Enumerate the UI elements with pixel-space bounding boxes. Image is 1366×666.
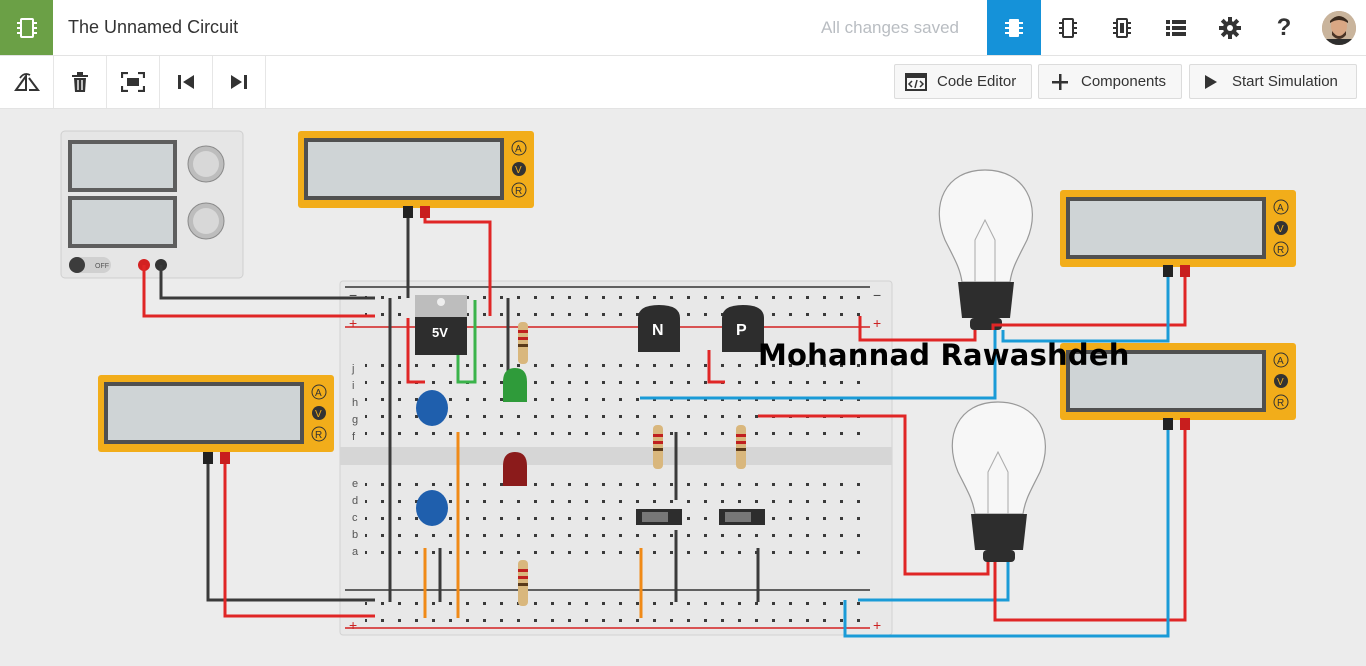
start-simulation-label: Start Simulation — [1232, 73, 1338, 90]
resistors[interactable] — [518, 322, 746, 606]
row-h: h — [352, 397, 358, 409]
schematic-view-button[interactable] — [1095, 0, 1149, 55]
supply-off-label: OFF — [95, 263, 109, 270]
code-editor-icon — [905, 71, 927, 93]
npn-transistor[interactable]: N — [638, 305, 680, 352]
mm-top-v: V — [515, 165, 522, 176]
step-forward-icon — [230, 75, 247, 89]
rotate-button[interactable] — [0, 56, 54, 108]
delete-button[interactable] — [53, 56, 107, 108]
code-editor-label: Code Editor — [937, 73, 1017, 90]
chip-logo-icon — [16, 17, 37, 38]
fit-view-button[interactable] — [106, 56, 160, 108]
start-simulation-button[interactable]: Start Simulation — [1189, 64, 1357, 99]
user-avatar[interactable] — [1322, 11, 1356, 45]
row-d: d — [352, 495, 358, 507]
breadboard[interactable]: − + − + − + − + j i h g f e d c b a — [339, 280, 893, 636]
rail-minus-top: − — [349, 287, 357, 303]
row-b: b — [352, 529, 358, 541]
multimeter-top[interactable]: A V R — [298, 131, 534, 208]
edit-toolbar: Code Editor Components Start Simulation — [0, 56, 1366, 109]
power-supply[interactable]: OFF — [60, 130, 244, 279]
mm-rb-r: R — [1277, 398, 1284, 409]
led-green[interactable] — [503, 368, 527, 402]
rotate-icon — [13, 72, 40, 91]
rail-plus-bottom-right: + — [873, 617, 881, 633]
mm-rb-a: A — [1277, 356, 1284, 367]
component-list-button[interactable] — [1149, 0, 1203, 55]
code-editor-button[interactable]: Code Editor — [894, 64, 1032, 99]
schematic-view-icon — [1113, 17, 1131, 38]
circuit-title[interactable]: The Unnamed Circuit — [68, 17, 239, 37]
row-e: e — [352, 478, 358, 490]
mm-top-r: R — [515, 186, 522, 197]
settings-icon — [1219, 16, 1241, 39]
rail-plus-bottom: + — [349, 617, 357, 633]
play-icon — [1200, 71, 1222, 93]
circuit-drawing: OFF − + − + − + − + j i h g f e d c b — [60, 130, 1296, 638]
capacitor-bottom[interactable] — [416, 490, 448, 526]
row-a: a — [352, 546, 359, 558]
row-g: g — [352, 414, 358, 426]
row-i: i — [352, 380, 354, 392]
top-bar: The Unnamed Circuit All changes saved — [0, 0, 1366, 56]
row-j: j — [351, 363, 354, 375]
help-button[interactable]: ? — [1257, 0, 1311, 55]
app-logo[interactable] — [0, 0, 53, 55]
multimeter-right-bottom[interactable]: A V R — [1060, 343, 1296, 420]
led-red[interactable] — [503, 452, 527, 486]
capacitor-top[interactable] — [416, 390, 448, 426]
step-back-button[interactable] — [159, 56, 213, 108]
components-button[interactable]: Components — [1038, 64, 1182, 99]
circuit-view-icon — [1005, 18, 1023, 37]
save-status: All changes saved — [821, 18, 959, 37]
wires[interactable] — [142, 210, 1187, 638]
meter-probe-tips — [203, 206, 1190, 464]
circuit-canvas[interactable]: OFF − + − + − + − + j i h g f e d c b — [0, 109, 1366, 666]
rail-plus-top-right: + — [873, 315, 881, 331]
delete-icon — [71, 72, 88, 92]
settings-button[interactable] — [1203, 0, 1257, 55]
rail-minus-top-right: − — [873, 287, 881, 303]
mm-rt-a: A — [1277, 203, 1284, 214]
multimeter-right-top[interactable]: A V R — [1060, 190, 1296, 267]
npn-label: N — [652, 322, 664, 339]
component-list-icon — [1166, 19, 1186, 36]
mm-left-a: A — [315, 388, 322, 399]
slide-switches[interactable] — [636, 509, 765, 525]
step-forward-button[interactable] — [212, 56, 266, 108]
fit-view-icon — [120, 72, 145, 92]
mm-top-a: A — [515, 144, 522, 155]
avatar-portrait — [1322, 11, 1356, 45]
rail-plus-top: + — [349, 315, 357, 331]
step-back-icon — [177, 75, 194, 89]
mm-left-v: V — [315, 409, 322, 420]
mm-rt-r: R — [1277, 245, 1284, 256]
components-label: Components — [1081, 73, 1167, 90]
voltage-regulator[interactable]: 5V — [415, 295, 467, 355]
pnp-label: P — [736, 322, 747, 339]
light-bulb-bottom[interactable] — [951, 401, 1046, 562]
component-view-button[interactable] — [1041, 0, 1095, 55]
circuit-view-button[interactable] — [987, 0, 1041, 55]
mm-rt-v: V — [1277, 224, 1284, 235]
regulator-label: 5V — [432, 325, 448, 340]
pnp-transistor[interactable]: P — [722, 305, 764, 352]
row-f: f — [352, 431, 356, 443]
multimeter-left[interactable]: A V R — [98, 375, 334, 452]
row-c: c — [352, 512, 358, 524]
mm-left-r: R — [315, 430, 322, 441]
watermark-text: Mohannad Rawashdeh — [758, 338, 1130, 372]
mm-rb-v: V — [1277, 377, 1284, 388]
plus-icon — [1049, 71, 1071, 93]
help-icon: ? — [1276, 13, 1292, 41]
component-view-icon — [1059, 17, 1077, 38]
light-bulb-top[interactable] — [938, 169, 1033, 330]
